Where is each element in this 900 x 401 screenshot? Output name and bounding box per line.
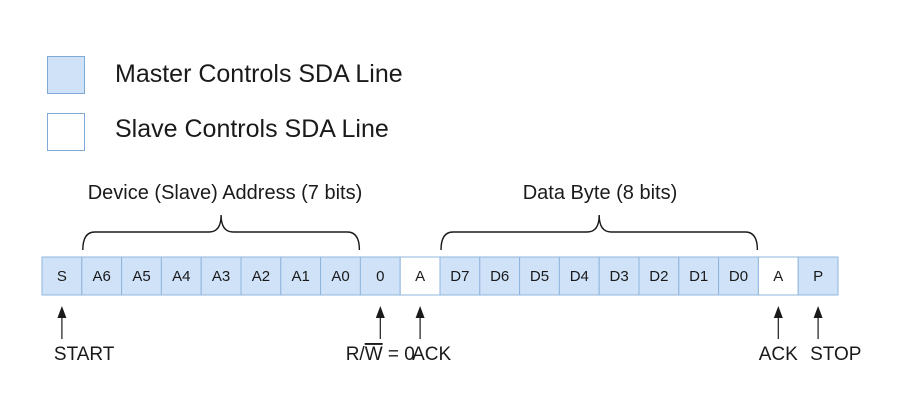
frame-cell-label: A5 xyxy=(132,268,150,285)
frame-cell-label: D7 xyxy=(450,268,469,285)
address-brace xyxy=(82,214,361,251)
frame-cell-label: A1 xyxy=(292,268,310,285)
frame-cell-label: D6 xyxy=(490,268,509,285)
frame-cell-label: A0 xyxy=(331,268,349,285)
legend-swatch-master xyxy=(47,56,85,94)
frame-cell xyxy=(678,256,720,296)
marker-label: START xyxy=(54,344,115,365)
frame-cell xyxy=(718,256,759,296)
frame-cell-label: D2 xyxy=(649,268,668,285)
frame-cell xyxy=(399,256,441,296)
data-byte-span-label: Data Byte (8 bits) xyxy=(522,182,678,204)
legend-label-master: Master Controls SDA Line xyxy=(115,60,403,88)
frame-cell-label: D1 xyxy=(689,268,708,285)
frame-cell-label: S xyxy=(57,268,67,285)
frame-cell xyxy=(240,256,282,296)
frame-cell-label: D5 xyxy=(530,268,549,285)
frame-cell xyxy=(519,256,560,296)
frame-cell xyxy=(797,256,839,296)
frame-cell-label: A xyxy=(415,268,425,285)
frame-cell-label: A6 xyxy=(93,268,111,285)
legend-swatch-slave xyxy=(47,113,85,151)
frame-cell-label: D3 xyxy=(610,268,629,285)
frame-cell xyxy=(81,256,123,296)
frame-cell-label: P xyxy=(813,268,823,285)
marker-arrowhead xyxy=(813,306,823,318)
frame-cell-label: D0 xyxy=(729,268,748,285)
marker-label: R/W = 0 xyxy=(346,344,415,365)
address-span-label: Device (Slave) Address (7 bits) xyxy=(87,182,363,204)
frame-cell xyxy=(638,256,680,296)
legend-label-slave: Slave Controls SDA Line xyxy=(115,115,389,143)
marker-label: ACK xyxy=(412,344,451,365)
frame-cell-label: A2 xyxy=(252,268,270,285)
marker-label: STOP xyxy=(810,344,861,365)
data-byte-brace xyxy=(440,214,759,251)
frame-cell xyxy=(160,256,202,296)
frame-cell-label: A4 xyxy=(172,268,190,285)
frame-cell-label: A3 xyxy=(212,268,230,285)
marker-arrowhead xyxy=(57,306,67,318)
frame-cell xyxy=(320,256,361,296)
marker-arrowhead xyxy=(773,306,783,318)
frame-cell-label: 0 xyxy=(376,268,384,285)
marker-arrowhead xyxy=(375,306,385,318)
marker-label: ACK xyxy=(759,344,798,365)
frame-cell-label: D4 xyxy=(570,268,589,285)
frame-cell xyxy=(757,256,799,296)
frame-cell xyxy=(598,256,640,296)
marker-arrowhead xyxy=(415,306,425,318)
frame-cell-label: A xyxy=(773,268,783,285)
frame-cell xyxy=(479,256,521,296)
